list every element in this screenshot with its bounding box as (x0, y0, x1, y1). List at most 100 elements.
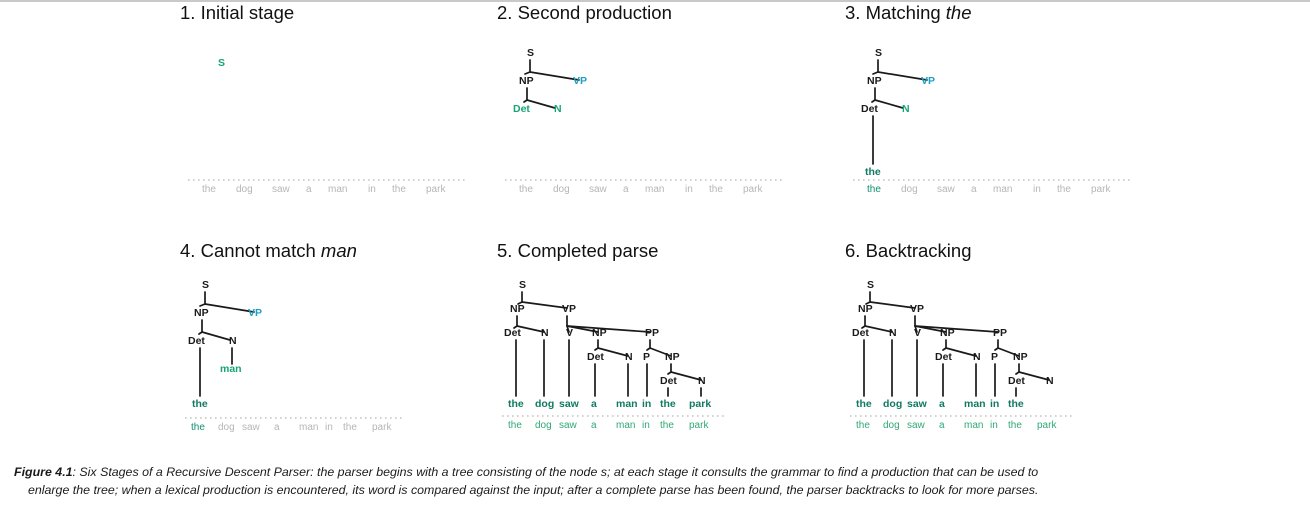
tree-edge (945, 347, 977, 357)
tree-node-np: NP (665, 351, 680, 363)
tree-leaf: park (689, 398, 711, 410)
input-word: dog (901, 184, 918, 195)
tree-node-vp: VP (921, 75, 935, 87)
tree-edge (864, 325, 893, 333)
tree-edge (566, 325, 651, 333)
panel-1-number: 1. (180, 2, 201, 23)
tree-node-det: Det (513, 103, 530, 115)
input-word: the (392, 184, 406, 195)
tree-edge (199, 303, 206, 307)
page-top-rule (0, 0, 1310, 2)
tree-edge (865, 301, 871, 305)
tree-edge (877, 71, 928, 81)
input-word: park (1091, 184, 1111, 195)
input-word: the (519, 184, 533, 195)
input-word: the (867, 184, 881, 195)
input-word: the (202, 184, 216, 195)
tree-edge (670, 371, 702, 381)
tree-node-np: NP (592, 327, 607, 339)
input-word: in (685, 184, 693, 195)
caption-label: Figure 4.1 (14, 465, 73, 479)
input-word: a (274, 422, 280, 433)
tree-leaf: the (865, 166, 881, 178)
tree-edge (997, 347, 1020, 357)
panel-6-title: 6. Backtracking (845, 240, 1185, 262)
tree-node-det: Det (587, 351, 604, 363)
panel-6-number: 6. (845, 240, 866, 261)
panel-3-title: 3. Matching the (845, 2, 1185, 24)
tree-edge (942, 347, 947, 351)
tree-node-det: Det (861, 103, 878, 115)
panel-5-title-text: Completed parse (517, 240, 659, 261)
tree-edge (874, 99, 904, 109)
tree-edge (524, 71, 531, 75)
panel-4-title-text: Cannot match (200, 240, 316, 261)
input-word: park (689, 420, 709, 431)
tree-node-s: S (218, 57, 225, 69)
tree-node-det: Det (935, 351, 952, 363)
tree-node-p: P (643, 351, 650, 363)
tree-edge (861, 325, 866, 329)
tree-node-p: P (991, 351, 998, 363)
tree-node-s: S (519, 279, 526, 291)
input-word: saw (242, 422, 261, 433)
panel-1-title-text: Initial stage (200, 2, 295, 23)
input-word: dog (218, 422, 235, 433)
tree-edge (667, 371, 672, 375)
tree-node-det: Det (504, 327, 521, 339)
input-word: in (1033, 184, 1041, 195)
tree-node-np: NP (519, 75, 534, 87)
tree-node-n: N (698, 375, 706, 387)
panel-5-number: 5. (497, 240, 518, 261)
panel-2-title-text: Second production (517, 2, 672, 23)
tree-node-np: NP (940, 327, 955, 339)
tree-edge (1015, 371, 1020, 375)
tree-leaf: in (642, 398, 651, 410)
tree-edge (529, 71, 580, 81)
tree-edge (914, 325, 999, 333)
tree-edge (994, 347, 999, 351)
tree-node-np: NP (858, 303, 873, 315)
tree-leaf: the (1008, 398, 1024, 410)
input-word: saw (272, 184, 291, 195)
input-word: park (743, 184, 763, 195)
tree-leaf: the (508, 398, 524, 410)
input-word: in (642, 420, 650, 431)
tree-edge (594, 347, 599, 351)
tree-node-n: N (902, 103, 910, 115)
input-word: saw (559, 420, 578, 431)
panel-3-title-text: Matching (865, 2, 941, 23)
tree-leaf: saw (559, 398, 580, 410)
input-word: park (372, 422, 392, 433)
tree-edge (204, 303, 255, 313)
panel-4-title: 4. Cannot match man (180, 240, 520, 262)
input-word: park (426, 184, 446, 195)
panel-6-title-text: Backtracking (865, 240, 972, 261)
input-word: a (939, 420, 945, 431)
tree-leaf: the (660, 398, 676, 410)
tree-node-n: N (1046, 375, 1054, 387)
tree-node-det: Det (188, 335, 205, 347)
panel-2-number: 2. (497, 2, 518, 23)
caption-line-1: : Six Stages of a Recursive Descent Pars… (72, 465, 1039, 479)
tree-edge (649, 347, 672, 357)
input-word: saw (589, 184, 608, 195)
panel-4-title-emphasis: man (315, 240, 357, 261)
tree-edge (516, 325, 545, 333)
tree-edge (1018, 371, 1050, 381)
input-word: the (709, 184, 723, 195)
tree-leaf: a (939, 398, 945, 410)
input-word: a (623, 184, 629, 195)
tree-node-np: NP (867, 75, 882, 87)
tree-leaf: the (856, 398, 872, 410)
